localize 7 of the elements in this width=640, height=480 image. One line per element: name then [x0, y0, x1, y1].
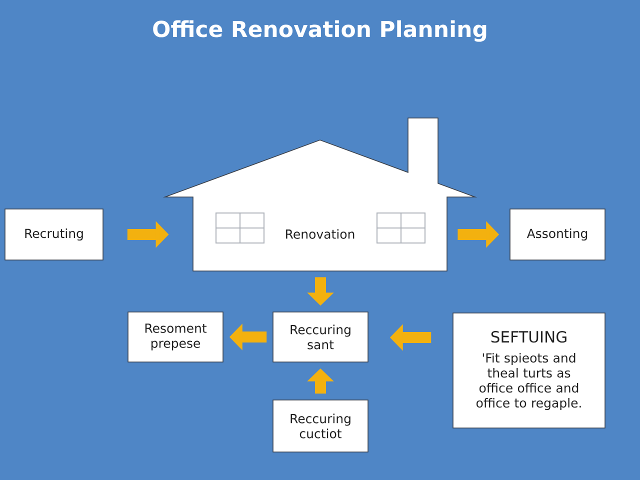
text-card: SEFTUING 'Fit spieots and theal turts as office office and office to regaple.: [452, 312, 606, 428]
process-box: Assonting: [510, 208, 606, 260]
process-box: Reccuring cuctiot: [272, 400, 368, 452]
process-box: Resoment prepese: [128, 312, 224, 362]
process-box: Reccuring sant: [272, 312, 368, 362]
process-box: Recruting: [4, 208, 104, 260]
title: Office Renovation Planning: [153, 20, 486, 42]
